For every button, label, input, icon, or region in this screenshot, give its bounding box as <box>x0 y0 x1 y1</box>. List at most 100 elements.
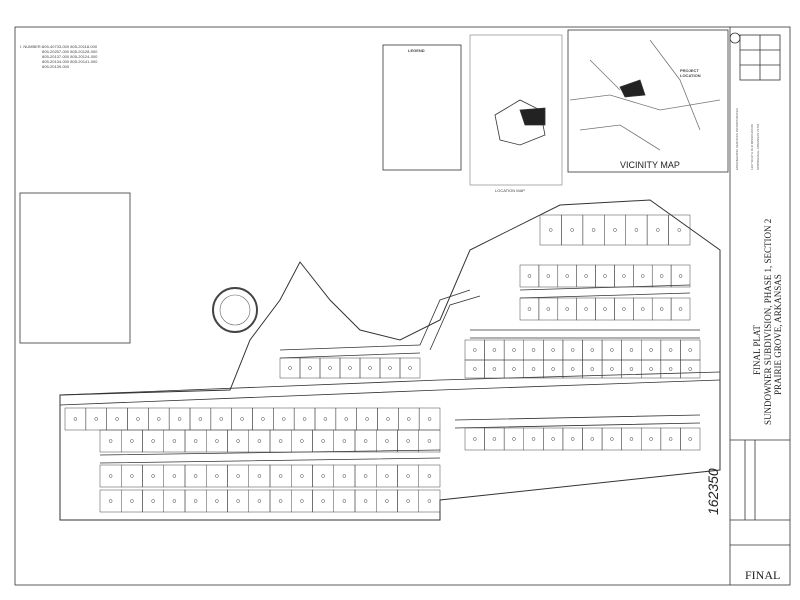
lot-marker <box>278 474 283 478</box>
lot-marker <box>527 307 532 311</box>
lot <box>582 214 605 246</box>
lot <box>519 264 540 288</box>
lot-marker <box>634 228 639 232</box>
surveyor-seal <box>212 287 258 333</box>
lot-marker <box>548 228 553 232</box>
lot <box>142 489 164 513</box>
location-map-frame <box>469 34 563 186</box>
lot-marker <box>546 274 551 278</box>
lot-marker <box>342 439 347 443</box>
lot-marker <box>427 439 432 443</box>
lot-marker <box>688 437 692 441</box>
lot <box>127 407 149 431</box>
lot-marker <box>406 439 410 443</box>
subdivision-name: SUNDOWNER SUBDIVISION, PHASE 1, SECTION … <box>763 218 773 425</box>
lot <box>227 489 249 513</box>
lot <box>646 214 669 246</box>
lot <box>319 357 341 379</box>
lot <box>523 427 544 451</box>
parcel-line: 805-20139-000 <box>42 64 70 69</box>
lot <box>121 429 143 453</box>
lot <box>464 339 485 361</box>
lot <box>668 214 691 246</box>
lot <box>269 489 292 513</box>
lot-marker <box>368 366 372 370</box>
lot-marker <box>668 367 673 371</box>
lot-marker <box>342 499 347 503</box>
lot-marker <box>570 348 575 352</box>
lot <box>660 359 681 379</box>
parcel-line: 805-20257-000 805-20128-000 <box>42 49 98 54</box>
lot-marker <box>321 474 325 478</box>
lot-marker <box>94 417 98 421</box>
lot-marker <box>629 348 634 352</box>
lot-marker <box>570 367 575 371</box>
lot-marker <box>215 499 219 503</box>
lot <box>163 429 186 453</box>
lot <box>418 429 441 453</box>
lot <box>651 297 672 321</box>
street <box>454 414 701 429</box>
lot <box>231 407 253 431</box>
lot-marker <box>668 437 673 441</box>
lot <box>562 339 583 361</box>
lot <box>148 407 170 431</box>
lot <box>333 464 356 488</box>
lot <box>641 359 662 379</box>
lot <box>595 264 615 288</box>
lot <box>523 339 544 361</box>
lot-marker <box>427 417 432 421</box>
lot <box>484 427 505 451</box>
lot-marker <box>492 367 497 371</box>
lot <box>184 489 207 513</box>
lot-marker <box>512 437 516 441</box>
legend-title: LEGEND <box>408 48 425 53</box>
lot <box>359 357 381 379</box>
lot <box>269 464 292 488</box>
lot-marker <box>629 367 634 371</box>
lot-marker <box>473 367 477 371</box>
lot-marker <box>193 499 198 503</box>
lot-marker <box>348 366 352 370</box>
lot-marker <box>172 474 177 478</box>
lot <box>539 214 562 246</box>
lot <box>621 427 642 451</box>
lot-marker <box>590 348 595 352</box>
lot <box>633 264 653 288</box>
lot <box>291 464 313 488</box>
lot-marker <box>688 367 692 371</box>
lot <box>601 427 622 451</box>
lot-marker <box>473 437 477 441</box>
lot <box>269 429 292 453</box>
lot <box>576 264 596 288</box>
lot <box>538 264 559 288</box>
lot <box>614 297 634 321</box>
lot <box>484 359 505 379</box>
lot-marker <box>590 437 595 441</box>
lot-marker <box>236 439 240 443</box>
lot <box>206 464 228 488</box>
lot <box>582 427 603 451</box>
lot <box>184 464 207 488</box>
vicinity-map-frame <box>567 29 729 173</box>
lot <box>142 429 164 453</box>
lot <box>376 464 398 488</box>
location-map-parcel <box>494 99 546 146</box>
lot-marker <box>678 307 683 311</box>
lot <box>601 339 622 361</box>
lot <box>418 464 441 488</box>
lot-marker <box>427 474 432 478</box>
lot-marker <box>172 499 177 503</box>
lot-marker <box>688 348 692 352</box>
lot-marker <box>427 499 432 503</box>
lot-marker <box>613 228 617 232</box>
lot-marker <box>603 274 607 278</box>
lot-marker <box>512 367 516 371</box>
lot-marker <box>610 348 614 352</box>
lot <box>312 429 334 453</box>
lot <box>543 427 564 451</box>
vicinity-map-title: VICINITY MAP <box>620 160 680 170</box>
lot <box>354 464 377 488</box>
lot <box>595 297 615 321</box>
